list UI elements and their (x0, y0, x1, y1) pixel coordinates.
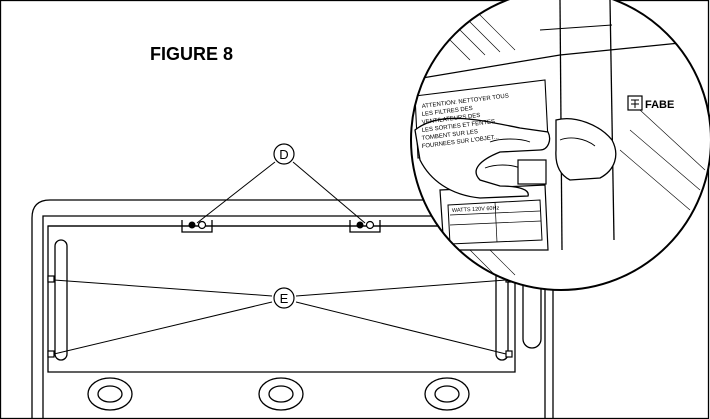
leader-lines (53, 161, 507, 355)
clip-e-bottom-right (505, 350, 513, 358)
knockouts (87, 377, 470, 411)
callout-d: D (273, 143, 295, 165)
detail-inset: ATTENTION: NETTOYER TOUS LES FILTRES DES… (410, 0, 710, 291)
bracket-right (349, 220, 381, 233)
screw-d-right-1 (356, 221, 364, 229)
clip-e-top-left (47, 275, 55, 283)
callout-e-label: E (280, 291, 289, 306)
callout-d-label: D (279, 147, 288, 162)
figure-title: FIGURE 8 (150, 44, 233, 64)
screw-d-left-1 (188, 221, 196, 229)
clip-e-bottom-left (47, 350, 55, 358)
callout-e: E (273, 287, 295, 309)
inset-brand-text: FABE (645, 99, 674, 111)
inset-rating-text: WATTS 120V 60Hz (452, 206, 500, 214)
screw-d-left-2 (197, 220, 207, 230)
filter-clips (47, 275, 513, 358)
bracket-left (181, 220, 213, 233)
screw-d-right-2 (365, 220, 375, 230)
